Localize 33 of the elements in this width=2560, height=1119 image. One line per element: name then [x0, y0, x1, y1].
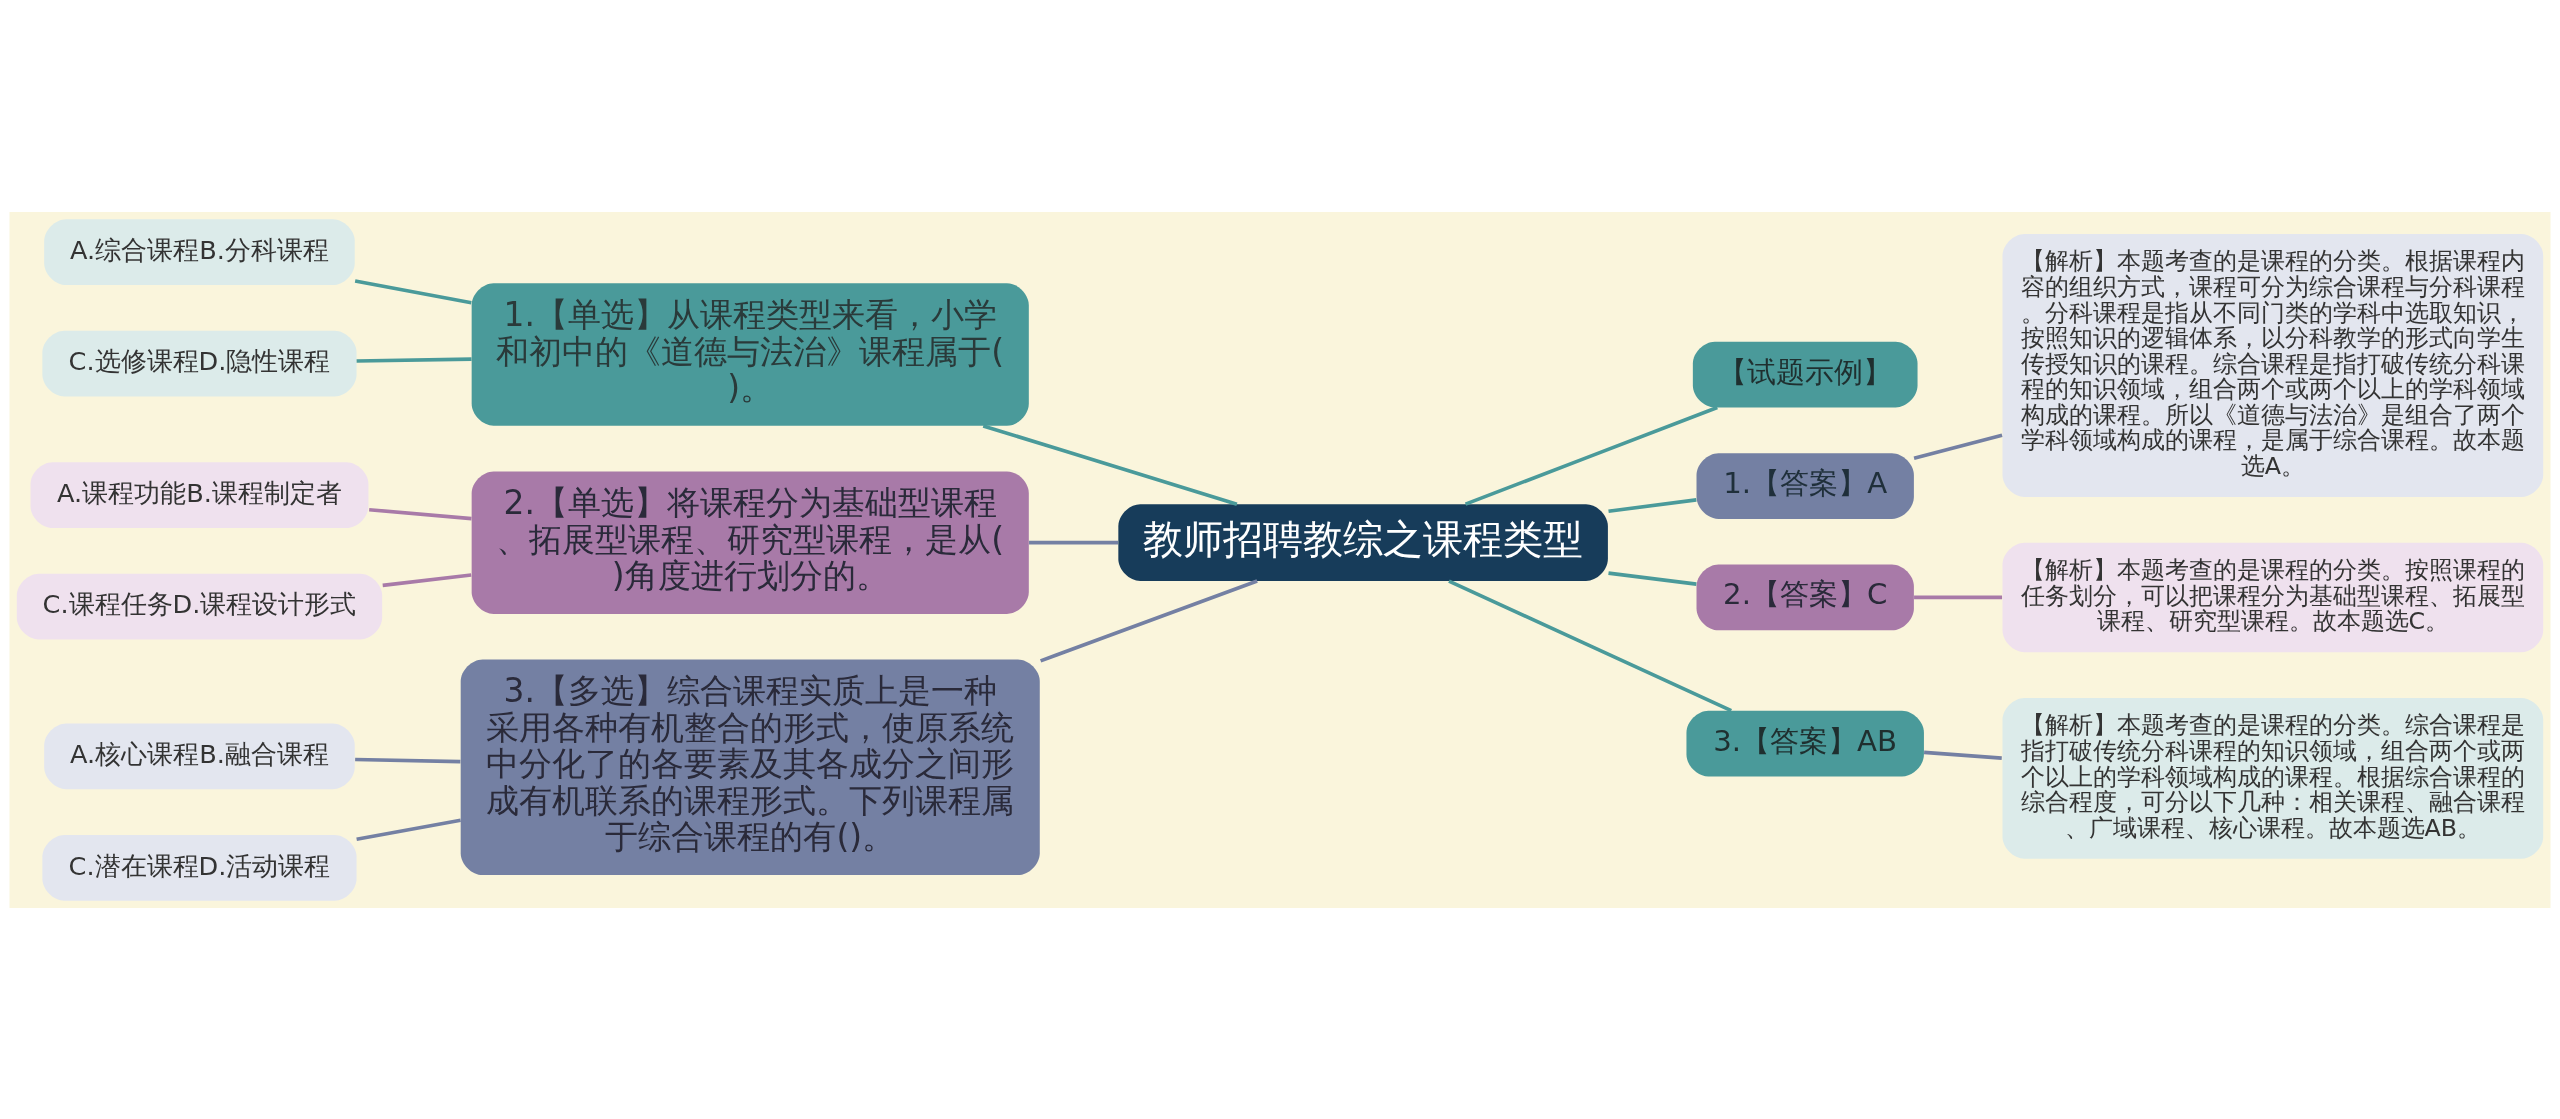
- connector: [1913, 433, 2003, 460]
- connector: [356, 356, 472, 363]
- node-box: A.核心课程B.融合课程: [44, 723, 355, 789]
- connector: [982, 423, 1238, 506]
- node-box: A.课程功能B.课程制定者: [30, 461, 369, 528]
- node-box: 1.【答案】A: [1696, 452, 1914, 519]
- node-box: 2.【单选】将课程分为基础型课程、拓展型课程、研究型课程，是从( )角度进行划分的。: [471, 470, 1029, 614]
- connector: [382, 572, 472, 587]
- connector: [1914, 595, 2003, 599]
- node-box: 【解析】本题考查的是课程的分类。根据课程内容的组织方式，课程可分为综合课程与分科课程。分科课程是指从不同门类的学科中选取知识，按照知识的逻辑体系，以分科教学的形式向学生传授知识的课程。综合课程是指打破传统分科课程的知识领域，组合两个或两个以上的学科领域构成的课程。所以《道德与法治》是组合了两个学科领域构成的课程，是属于综合课程。故本题选A。: [2002, 233, 2544, 497]
- node-box: 【解析】本题考查的是课程的分类。综合课程是指打破传统分科课程的知识领域，组合两个或两个以上的学科领域构成的课程。根据综合课程的综合程度，可分以下几种：相关课程、融合课程、广域课程、核心课程。故本题选AB。: [2002, 697, 2544, 859]
- node-box: A.综合课程B.分科课程: [44, 218, 355, 285]
- node-box: C.课程任务D.课程设计形式: [16, 573, 383, 639]
- connector: [1923, 750, 2002, 760]
- connector: [354, 278, 472, 304]
- node-box: 3.【答案】AB: [1686, 710, 1924, 776]
- node-box: 【解析】本题考查的是课程的分类。按照课程的任务划分，可以把课程分为基础型课程、拓展型课程、研究型课程。故本题选C。: [2002, 542, 2544, 652]
- node-box: C.选修课程D.隐性课程: [42, 330, 357, 396]
- node-box: 3.【多选】综合课程实质上是一种采用各种有机整合的形式，使原系统中分化了的各要素及其各成分之间形成有机联系的课程形式。下列课程属于综合课程的有()。: [460, 659, 1040, 875]
- connector: [1040, 578, 1258, 663]
- node-box: 2.【答案】C: [1696, 564, 1914, 630]
- connector: [1029, 540, 1119, 544]
- node-box: 【试题示例】: [1692, 341, 1918, 407]
- connector: [1608, 497, 1697, 513]
- connector: [356, 817, 461, 841]
- node-box: 教师招聘教综之课程类型: [1118, 503, 1608, 581]
- connector: [1464, 405, 1718, 506]
- node-box: C.潜在课程D.活动课程: [42, 834, 357, 901]
- connector: [1448, 579, 1732, 712]
- node-box: 1.【单选】从课程类型来看，小学和初中的《道德与法治》课程属于( )。: [471, 282, 1029, 426]
- connector: [355, 757, 461, 763]
- connector: [1608, 570, 1697, 586]
- connector: [369, 507, 472, 520]
